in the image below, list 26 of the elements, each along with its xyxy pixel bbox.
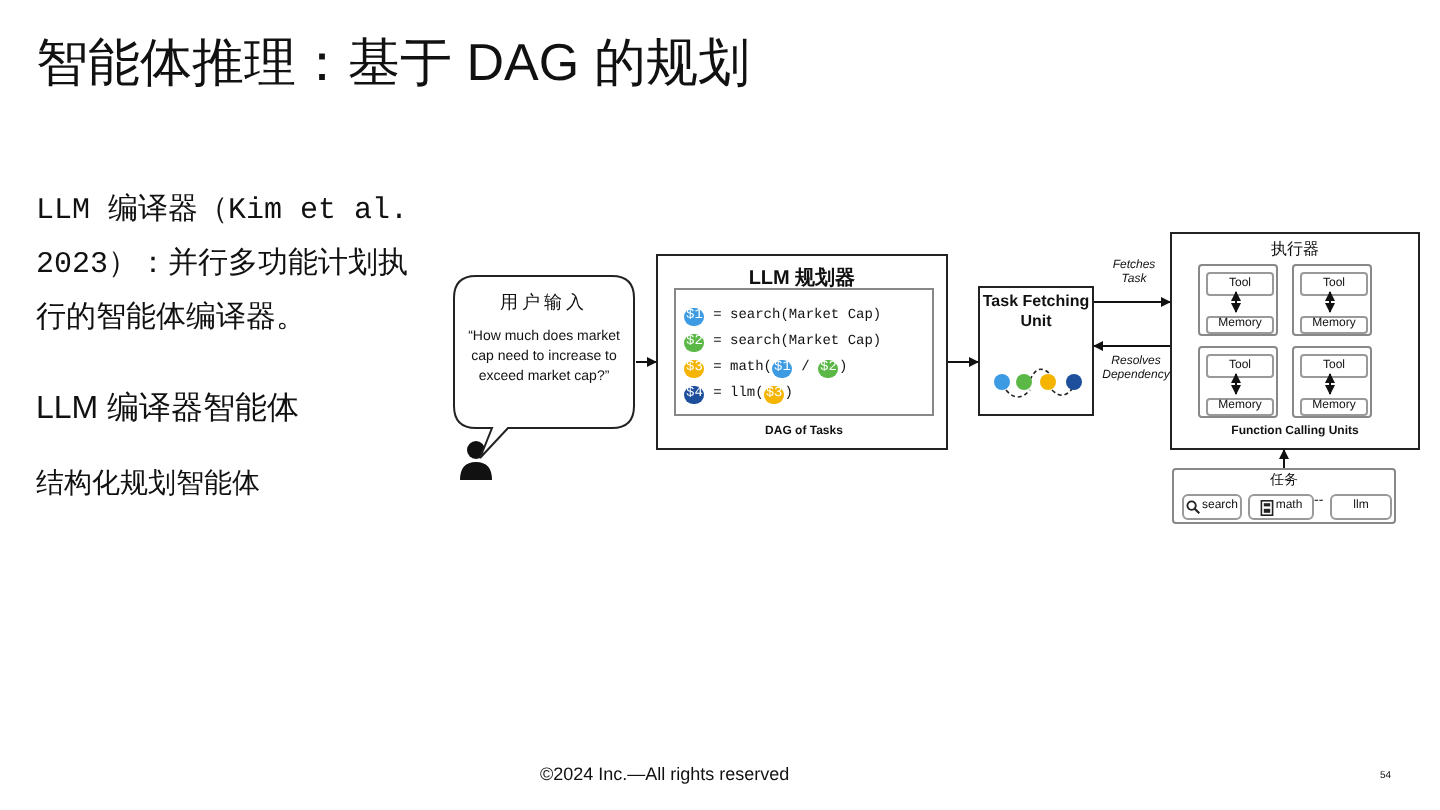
arrow — [1093, 341, 1171, 351]
arrow — [947, 357, 979, 367]
process-box — [656, 254, 948, 450]
tool-unit-box — [1292, 346, 1372, 418]
title: 智能体推理：基于 DAG 的规划 — [36, 30, 750, 96]
arrow — [1231, 373, 1241, 395]
arrow — [635, 357, 657, 367]
tool-unit-box — [1198, 264, 1278, 336]
bullet-text: 结构化规划智能体 — [36, 464, 260, 502]
process-box — [1172, 468, 1396, 524]
process-box — [1170, 232, 1420, 450]
box-title: 执行器 — [1269, 238, 1321, 262]
box-title: Task Fetching Unit — [980, 292, 1092, 332]
arrow — [1325, 373, 1335, 395]
arrow — [1231, 291, 1241, 313]
paragraph: LLM 编译器（Kim et al. 2023）：并行多功能计划执行的智能体编译器。 — [36, 191, 411, 340]
tool-unit-box — [1198, 346, 1278, 418]
tool-unit-box — [1292, 264, 1372, 336]
arrow — [1325, 291, 1335, 313]
arrow — [1279, 449, 1289, 469]
arrow — [1093, 297, 1171, 307]
copyright-footer: ©2024 Inc.—All rights reserved — [540, 762, 790, 789]
box-title: LLM 规划器 — [746, 265, 858, 294]
bullet-heading: LLM 编译器智能体 — [36, 389, 300, 430]
process-box — [978, 286, 1094, 416]
bubble-heading: 用户输入 — [500, 290, 588, 316]
